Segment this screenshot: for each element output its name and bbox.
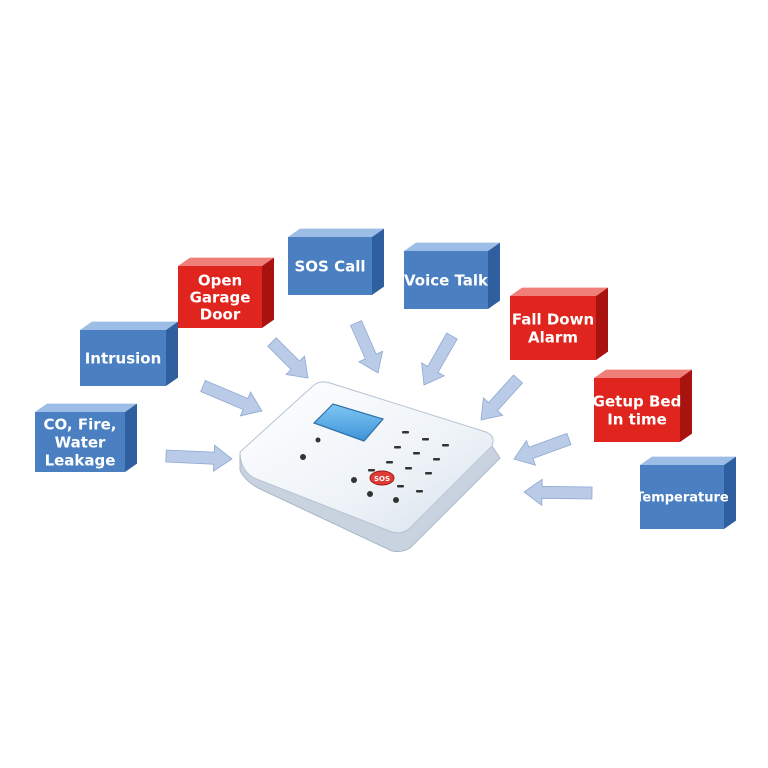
node-front-face — [404, 251, 488, 309]
node-top-face — [288, 228, 384, 237]
node-label-line: Temperature — [635, 491, 729, 506]
node-sos-call: SOS Call — [288, 228, 384, 295]
node-label-line: SOS Call — [295, 257, 366, 275]
arrow-co-fire-water-leakage — [165, 444, 233, 472]
node-side-face — [262, 257, 274, 328]
arrow-temperature — [523, 478, 593, 507]
node-top-face — [640, 456, 736, 465]
node-label-line: Door — [200, 305, 241, 323]
node-label-line: Voice Talk — [404, 271, 489, 289]
node-top-face — [80, 321, 178, 330]
node-label-line: In time — [607, 410, 667, 428]
arrow-intrusion — [200, 379, 263, 417]
node-side-face — [680, 369, 692, 442]
node-label-line: Intrusion — [85, 349, 162, 367]
sos-button-label: SOS — [374, 475, 390, 483]
arrow-voice-talk — [421, 332, 458, 386]
node-label-line: Garage — [190, 288, 251, 306]
lcd-screen — [312, 403, 385, 442]
node-label-line: Leakage — [45, 451, 116, 469]
node-label-line: Open — [198, 271, 242, 289]
node-side-face — [125, 403, 137, 472]
node-front-face — [510, 296, 596, 360]
arrow-open-garage-door — [267, 337, 309, 379]
node-top-face — [510, 287, 608, 296]
keypad — [300, 431, 449, 503]
node-side-face — [372, 228, 384, 295]
node-label-line: Fall Down — [512, 310, 594, 328]
node-voice-talk: Voice Talk — [404, 242, 500, 309]
node-top-face — [594, 369, 692, 378]
node-top-face — [35, 403, 137, 412]
node-top-face — [404, 242, 500, 251]
node-label-line: Getup Bed — [593, 392, 682, 410]
node-side-face — [724, 456, 736, 529]
arrow-fall-down-alarm — [480, 374, 524, 421]
node-front-face — [594, 378, 680, 442]
node-side-face — [488, 242, 500, 309]
node-label-line: Water — [55, 433, 106, 451]
arrow-getup-bed-in-time — [513, 432, 572, 466]
node-side-face — [166, 321, 178, 386]
node-intrusion: Intrusion — [80, 321, 178, 386]
node-front-face — [80, 330, 166, 386]
node-side-face — [596, 287, 608, 360]
arrows-layer — [165, 320, 593, 507]
node-front-face — [640, 465, 724, 529]
node-label-line: CO, Fire, — [43, 415, 116, 433]
sos-button[interactable]: SOS — [369, 470, 395, 486]
arrow-sos-call — [349, 320, 384, 374]
alarm-panel-device: SOS — [239, 381, 501, 553]
node-front-face — [35, 412, 125, 472]
node-top-face — [178, 257, 274, 266]
node-front-face — [178, 266, 262, 328]
node-front-face — [288, 237, 372, 295]
node-temperature: Temperature — [635, 456, 736, 529]
node-label-line: Alarm — [528, 328, 578, 346]
